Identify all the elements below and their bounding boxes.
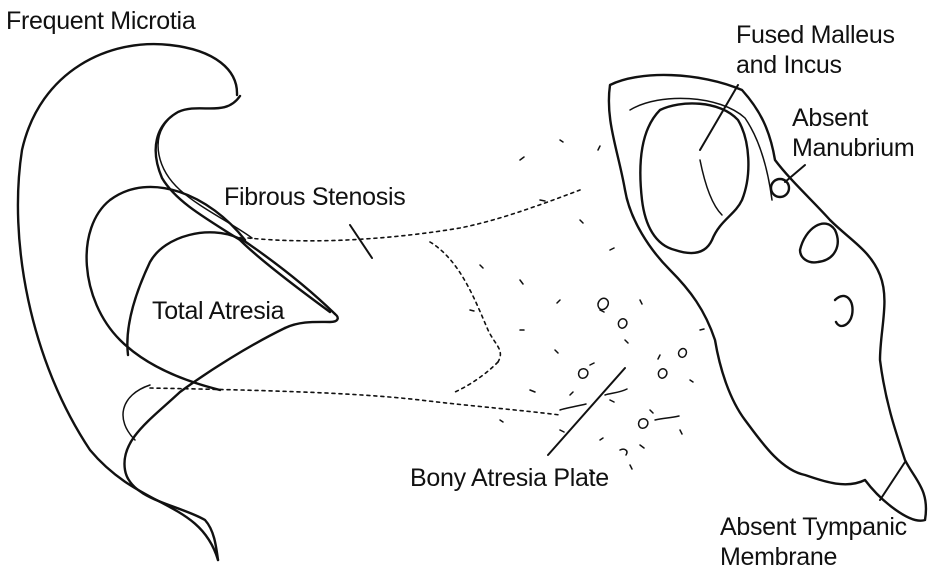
label-absent-manubrium-line2: Manubrium [792,133,914,163]
label-bony-atresia-plate: Bony Atresia Plate [410,463,609,493]
concha-outline [127,232,238,355]
label-fibrous-stenosis: Fibrous Stenosis [224,182,405,212]
lobule-inner [123,385,150,440]
label-absent-manubrium-line1: Absent [792,103,868,133]
canal-end-dots [455,362,498,392]
leader-absent-tympanic [880,462,905,500]
leader-bony-plate [548,368,625,455]
oval-window-curve [835,296,853,326]
leader-fibrous-stenosis [350,225,372,258]
stapes-arch [800,224,838,263]
label-absent-tympanic-line2: Membrane [720,542,837,572]
fused-ossicles [640,103,748,253]
canal-tip [285,314,338,328]
label-absent-tympanic-line1: Absent Tympanic [720,512,907,542]
stenosis-lower-dots [150,388,560,415]
label-fused-malleus-line1: Fused Malleus [736,20,895,50]
label-fused-malleus-line2: and Incus [736,50,842,80]
label-frequent-microtia: Frequent Microtia [6,6,195,36]
leader-fused-malleus [700,85,738,150]
bony-plate-speckle [470,140,704,473]
stenosis-right-dots [430,242,500,362]
leader-absent-manubrium [785,165,805,182]
helix-fold-inner [158,120,252,238]
ossicle-cleft [700,160,722,215]
label-total-atresia: Total Atresia [150,296,286,326]
antihelix [87,187,245,390]
